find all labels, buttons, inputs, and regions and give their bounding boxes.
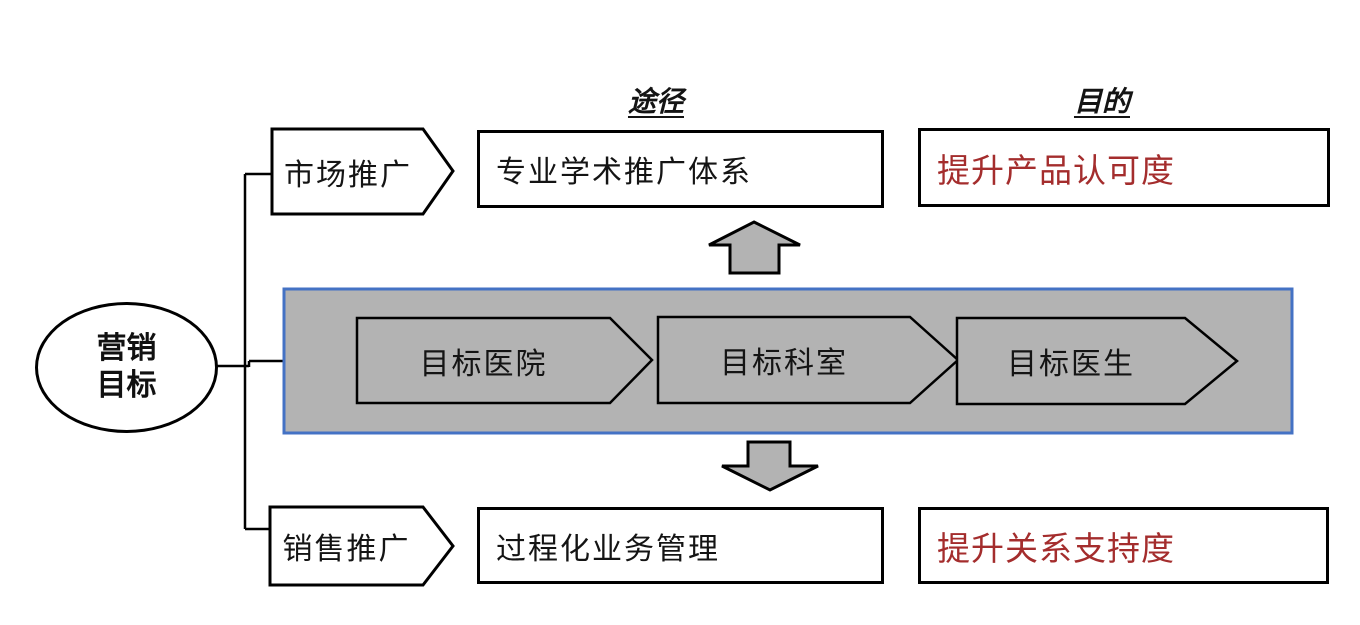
down-arrow-icon bbox=[721, 440, 819, 492]
target-label-department: 目标科室 bbox=[720, 347, 848, 380]
goal-label-line1: 营销 bbox=[96, 331, 157, 365]
column-header-approach: 途径 bbox=[627, 87, 684, 118]
pentagon-label-market-promotion: 市场推广 bbox=[284, 158, 412, 192]
approach-text-top: 专业学术推广体系 bbox=[496, 156, 752, 189]
connector-lines bbox=[217, 172, 286, 531]
pentagon-sales-promotion bbox=[268, 505, 455, 587]
target-label-doctor: 目标医生 bbox=[1007, 348, 1135, 381]
approach-box-top: 专业学术推广体系 bbox=[477, 130, 884, 208]
target-label-hospital: 目标医院 bbox=[419, 347, 548, 381]
purpose-text-bottom: 提升关系支持度 bbox=[937, 531, 1175, 568]
goal-ellipse: 营销 目标 bbox=[35, 302, 218, 433]
pentagon-label-sales-promotion: 销售推广 bbox=[282, 533, 411, 566]
pentagon-target-department bbox=[656, 315, 960, 405]
goal-label-line2: 目标 bbox=[96, 368, 157, 402]
column-header-purpose: 目的 bbox=[1073, 87, 1130, 118]
up-arrow-icon bbox=[708, 220, 801, 275]
purpose-box-top: 提升产品认可度 bbox=[918, 128, 1330, 207]
pentagon-target-hospital bbox=[355, 316, 654, 405]
purpose-box-bottom: 提升关系支持度 bbox=[918, 507, 1329, 584]
pentagon-market-promotion bbox=[270, 127, 455, 216]
purpose-text-top: 提升产品认可度 bbox=[937, 153, 1175, 190]
approach-text-bottom: 过程化业务管理 bbox=[496, 532, 720, 566]
pentagon-target-doctor bbox=[955, 316, 1239, 406]
approach-box-bottom: 过程化业务管理 bbox=[477, 507, 884, 584]
